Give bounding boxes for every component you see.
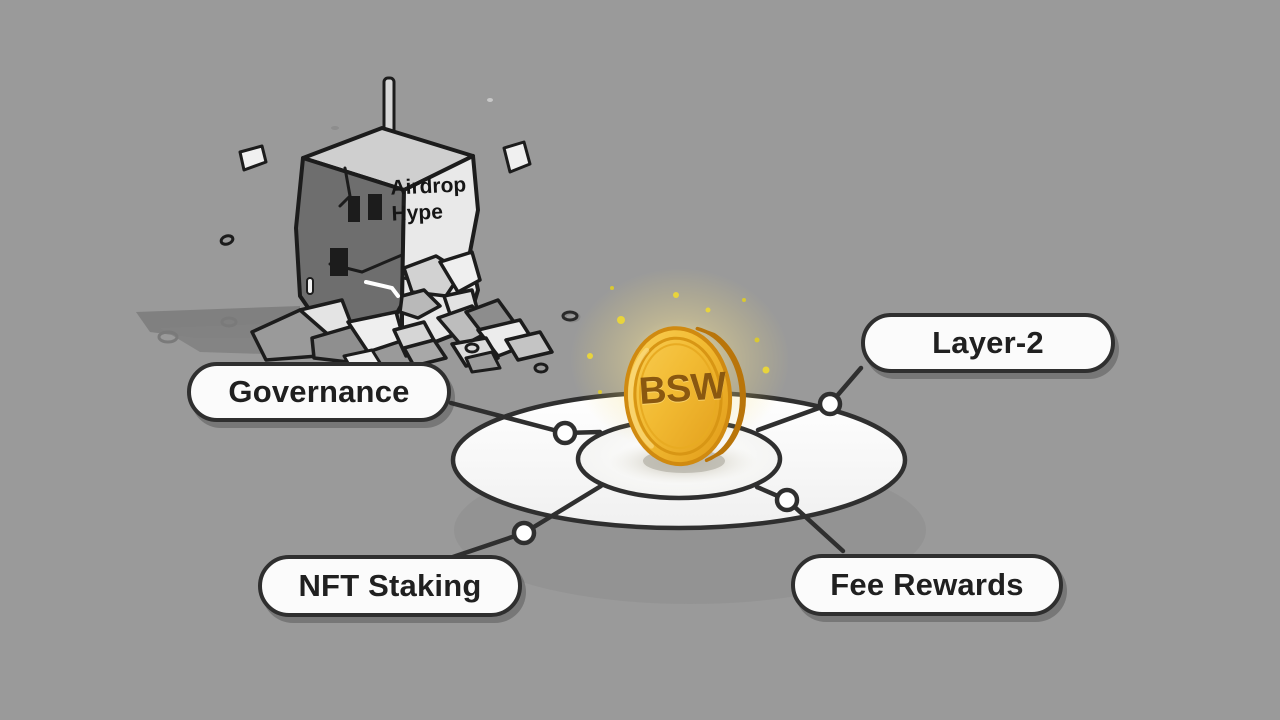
sparkle-9 [598,390,602,394]
connector-governance [448,400,568,436]
spoke-layer2 [755,401,833,433]
node-fee-rewards[interactable] [774,487,800,513]
debris-6 [533,362,549,374]
debris-4 [561,310,579,322]
label-pill-governance[interactable]: Governance [187,362,451,422]
sparkle-7 [610,286,614,290]
rubble-12 [464,350,502,374]
tower-window-2 [368,194,382,220]
sparkle-1 [617,316,625,324]
debris-5 [464,342,480,354]
rubble-11 [504,330,554,362]
label-pill-nft-staking[interactable]: NFT Staking [258,555,522,617]
shadow-ring-a [157,330,179,344]
coin-highlight [628,347,654,449]
rubble-6 [402,338,448,368]
connection-nodes [511,391,843,546]
sparkle-6 [754,337,760,343]
node-governance[interactable] [552,420,578,446]
node-nft-staking[interactable] [511,520,537,546]
spoke-nft-staking [521,483,604,536]
label-pill-nft-staking-text: NFT Staking [298,568,482,603]
flying-debris [219,98,579,374]
tower-left-face [294,156,406,332]
tower-crack-highlight [364,280,400,298]
coin-ticker-label: BSW [637,365,728,413]
crumbling-tower [219,76,579,374]
debris-2 [502,140,532,174]
tower-rubble [250,298,554,374]
tower-window-1 [348,196,360,222]
coin-edge [695,326,746,463]
debris-7 [487,98,493,102]
shadow-ring-b [220,316,238,328]
connector-fee-rewards [784,497,846,554]
tower-window-4 [306,277,314,295]
sparkle-4 [587,353,593,359]
label-pill-fee-rewards[interactable]: Fee Rewards [791,554,1063,616]
label-pill-fee-rewards-text: Fee Rewards [830,567,1024,602]
sparkle-8 [742,298,746,302]
bsw-coin [623,326,746,467]
tower-chunk-c [398,288,442,320]
label-pill-layer2-text: Layer-2 [932,325,1044,360]
sparkle-5 [762,366,770,374]
shadow-speck-a [331,126,339,130]
sparkle-3 [705,307,711,313]
coin-inner-ring-2 [638,343,718,450]
label-pill-layer2[interactable]: Layer-2 [861,313,1115,373]
coin-face [623,326,733,467]
coin-sparkles [587,286,770,394]
node-layer2[interactable] [817,391,843,417]
sparkle-2 [673,292,679,298]
debris-1 [238,144,268,172]
tower-window-3 [330,248,348,276]
tower-chunk-b [438,250,482,294]
debris-3 [219,234,235,246]
coin-inner-ring [633,336,723,456]
label-pill-governance-text: Governance [228,374,410,409]
tower-label: Airdrop Hype [389,173,467,226]
